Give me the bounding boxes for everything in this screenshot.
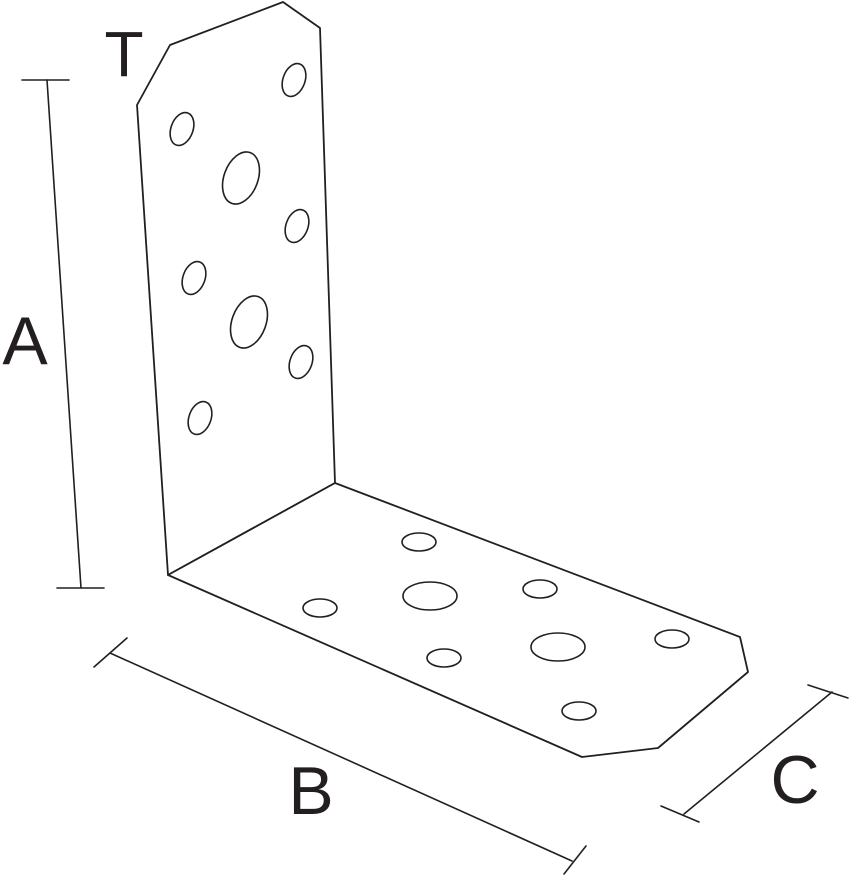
dimension-c-line	[683, 691, 833, 815]
hole	[169, 111, 195, 147]
label-t: T	[104, 18, 143, 90]
hole	[181, 260, 207, 296]
hole	[281, 62, 307, 98]
label-a: A	[2, 303, 48, 379]
hole	[221, 151, 261, 205]
dimension-b-tick-right	[563, 845, 587, 875]
hole	[402, 581, 458, 611]
dimension-c-tick-bottom	[660, 805, 700, 823]
dimension-c	[660, 684, 849, 823]
hole	[187, 400, 213, 436]
hole	[229, 295, 269, 349]
hole	[530, 632, 586, 662]
vertical-plate	[136, 1, 336, 576]
label-b: B	[288, 753, 333, 829]
dimension-b	[93, 637, 587, 875]
hole	[522, 579, 558, 599]
hole	[288, 344, 314, 380]
hole	[401, 532, 437, 552]
hole	[284, 208, 310, 244]
dimension-a	[21, 79, 105, 589]
hole	[561, 701, 597, 721]
vertical-plate-holes	[169, 62, 314, 436]
label-c: C	[770, 742, 819, 818]
base-plate	[167, 482, 749, 758]
hole	[654, 629, 690, 649]
dimension-a-line	[46, 79, 82, 589]
dimension-b-tick-left	[93, 637, 128, 668]
base-plate-holes	[302, 532, 690, 721]
dimension-b-line	[109, 652, 573, 862]
hole	[302, 598, 338, 618]
hole	[426, 648, 462, 668]
dimension-c-tick-top	[807, 684, 849, 699]
